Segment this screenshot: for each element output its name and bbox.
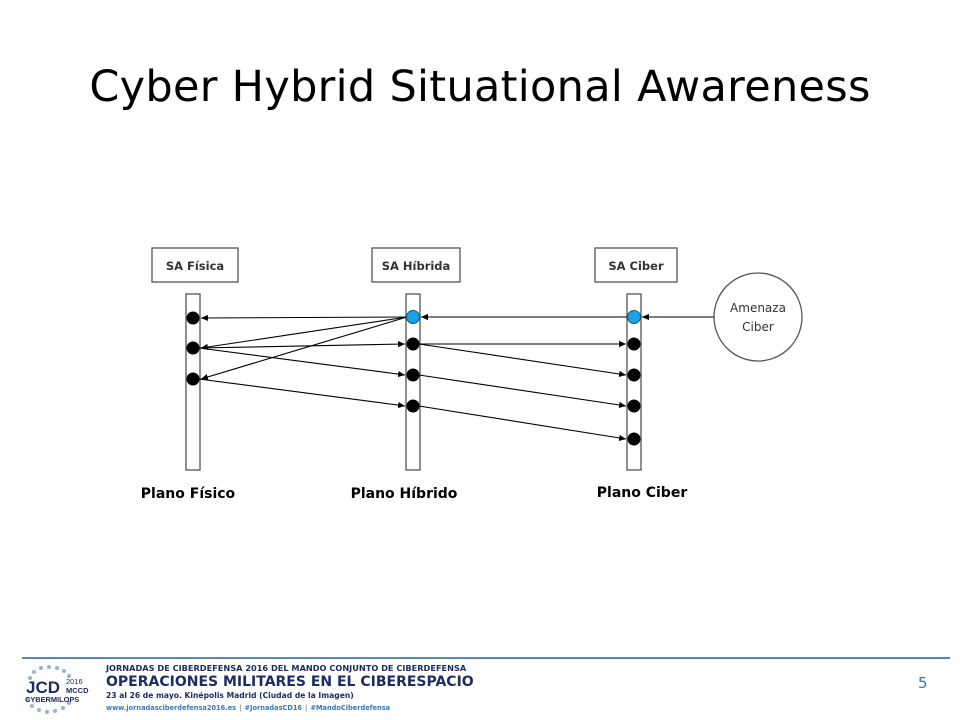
plane-label-hibrido: Plano Híbrido	[351, 486, 458, 502]
lifeline-ciber	[626, 293, 642, 471]
footer-hashtag-mando[interactable]: #MandoCiberdefensa	[310, 704, 391, 712]
threat-label-line2: Ciber	[742, 320, 774, 334]
footer-event-info: JORNADAS DE CIBERDEFENSA 2016 DEL MANDO …	[106, 663, 626, 712]
lane-header-ciber: SA Ciber	[594, 247, 678, 283]
plane-label-fisico: Plano Físico	[141, 486, 236, 502]
lane-header-hibrida: SA Híbrida	[371, 247, 461, 283]
slide-title: Cyber Hybrid Situational Awareness	[89, 62, 871, 112]
footer-website-link[interactable]: www.jornadasciberdefensa2016.es	[106, 704, 237, 712]
arrow-hibrida-to-ciber-4	[418, 405, 627, 441]
event-node-hibrida-3	[406, 368, 420, 382]
arrow-fisica-to-hibrida-1	[198, 341, 406, 349]
footer-hashtag-jornadas[interactable]: #JornadasCD16	[244, 704, 303, 712]
plane-label-ciber: Plano Ciber	[597, 485, 688, 501]
logo-year-text: 2016	[66, 677, 83, 686]
arrow-fisica-to-hibrida-3	[198, 378, 406, 409]
lane-header-fisica: SA Física	[151, 247, 239, 283]
event-node-ciber-5	[627, 432, 641, 446]
event-node-ciber-4	[627, 399, 641, 413]
lane-header-hibrida-label: SA Híbrida	[382, 259, 451, 273]
event-node-fisica-3	[186, 372, 200, 386]
arrow-hibrida-to-fisica-1	[200, 314, 408, 322]
threat-node: Amenaza Ciber	[713, 272, 803, 362]
threat-label-line1: Amenaza	[730, 301, 786, 315]
logo-main-text: JCD	[26, 678, 60, 697]
logo-sub-text: MCCD	[66, 686, 89, 695]
footer-event-date-venue: 23 al 26 de mayo. Kinépolis Madrid (Ciud…	[106, 691, 354, 700]
sequence-diagram: SA Física SA Híbrida SA Ciber Amenaza Ci…	[141, 247, 803, 502]
entry-node-ciber	[627, 310, 641, 324]
arrow-hibrida-to-ciber-2	[418, 343, 627, 378]
jcd-cybermilops-logo: JCD 2016 MCCD CYBERMILOPS	[25, 665, 89, 714]
footer-links: www.jornadasciberdefensa2016.es|#Jornada…	[106, 704, 626, 712]
lifeline-hibrida	[405, 293, 421, 471]
footer-event-title: OPERACIONES MILITARES EN EL CIBERESPACIO	[106, 674, 474, 690]
lane-header-ciber-label: SA Ciber	[608, 259, 664, 273]
event-node-ciber-3	[627, 368, 641, 382]
arrow-hibrida-to-fisica-3	[200, 316, 408, 380]
lane-header-fisica-label: SA Física	[166, 259, 224, 273]
event-node-fisica-1	[186, 311, 200, 325]
event-node-fisica-2	[186, 341, 200, 355]
footer-separator: |	[305, 704, 308, 712]
event-node-hibrida-2	[406, 337, 420, 351]
footer-separator: |	[239, 704, 242, 712]
page-number: 5	[918, 674, 928, 692]
arrow-hibrida-to-fisica-2	[200, 316, 408, 351]
entry-node-hibrida	[406, 310, 420, 324]
event-node-ciber-2	[627, 337, 641, 351]
logo-bottom-text: CYBERMILOPS	[25, 695, 79, 704]
footer-divider	[22, 657, 950, 659]
arrow-hibrida-to-ciber-3	[418, 374, 627, 409]
footer-event-organizer: JORNADAS DE CIBERDEFENSA 2016 DEL MANDO …	[106, 663, 467, 673]
event-node-hibrida-4	[406, 399, 420, 413]
arrow-fisica-to-hibrida-2	[198, 347, 406, 378]
